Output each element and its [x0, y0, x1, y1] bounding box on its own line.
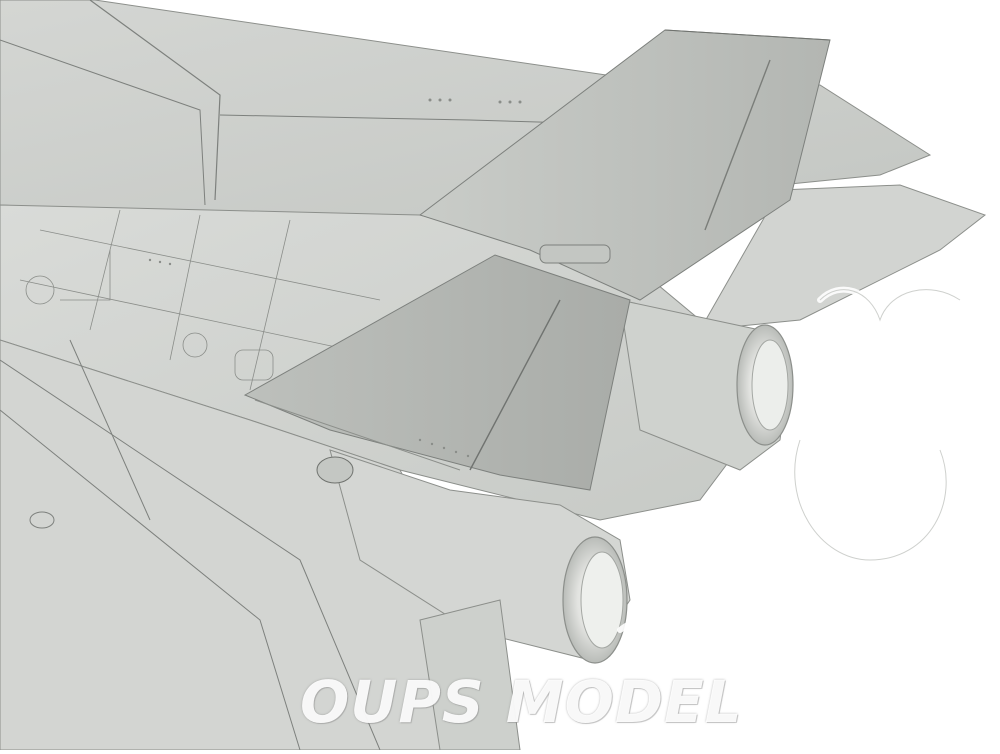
- front-vertical-fin: [243, 254, 631, 491]
- left-nozzle-inner: [580, 551, 624, 649]
- right-nozzle-inner: [751, 339, 789, 431]
- body-panel-grid: [19, 209, 381, 391]
- rear-fin-rudder-line: [704, 59, 771, 231]
- watermark-text: OUPS MODEL: [300, 668, 743, 736]
- left-engine-nacelle: [329, 449, 631, 661]
- vent-grille: [316, 456, 354, 484]
- rivet-detail: [148, 98, 522, 458]
- front-fin-root: [254, 399, 461, 471]
- rear-fin-fairing: [539, 244, 611, 264]
- lower-wing-lines: [0, 339, 381, 751]
- front-fin-rudder-line: [469, 299, 561, 471]
- wing-panel-line: [89, 0, 221, 201]
- watermark-logo-outline: [794, 289, 961, 561]
- wing-panel-line: [0, 39, 206, 206]
- rear-fin-tip: [664, 29, 831, 41]
